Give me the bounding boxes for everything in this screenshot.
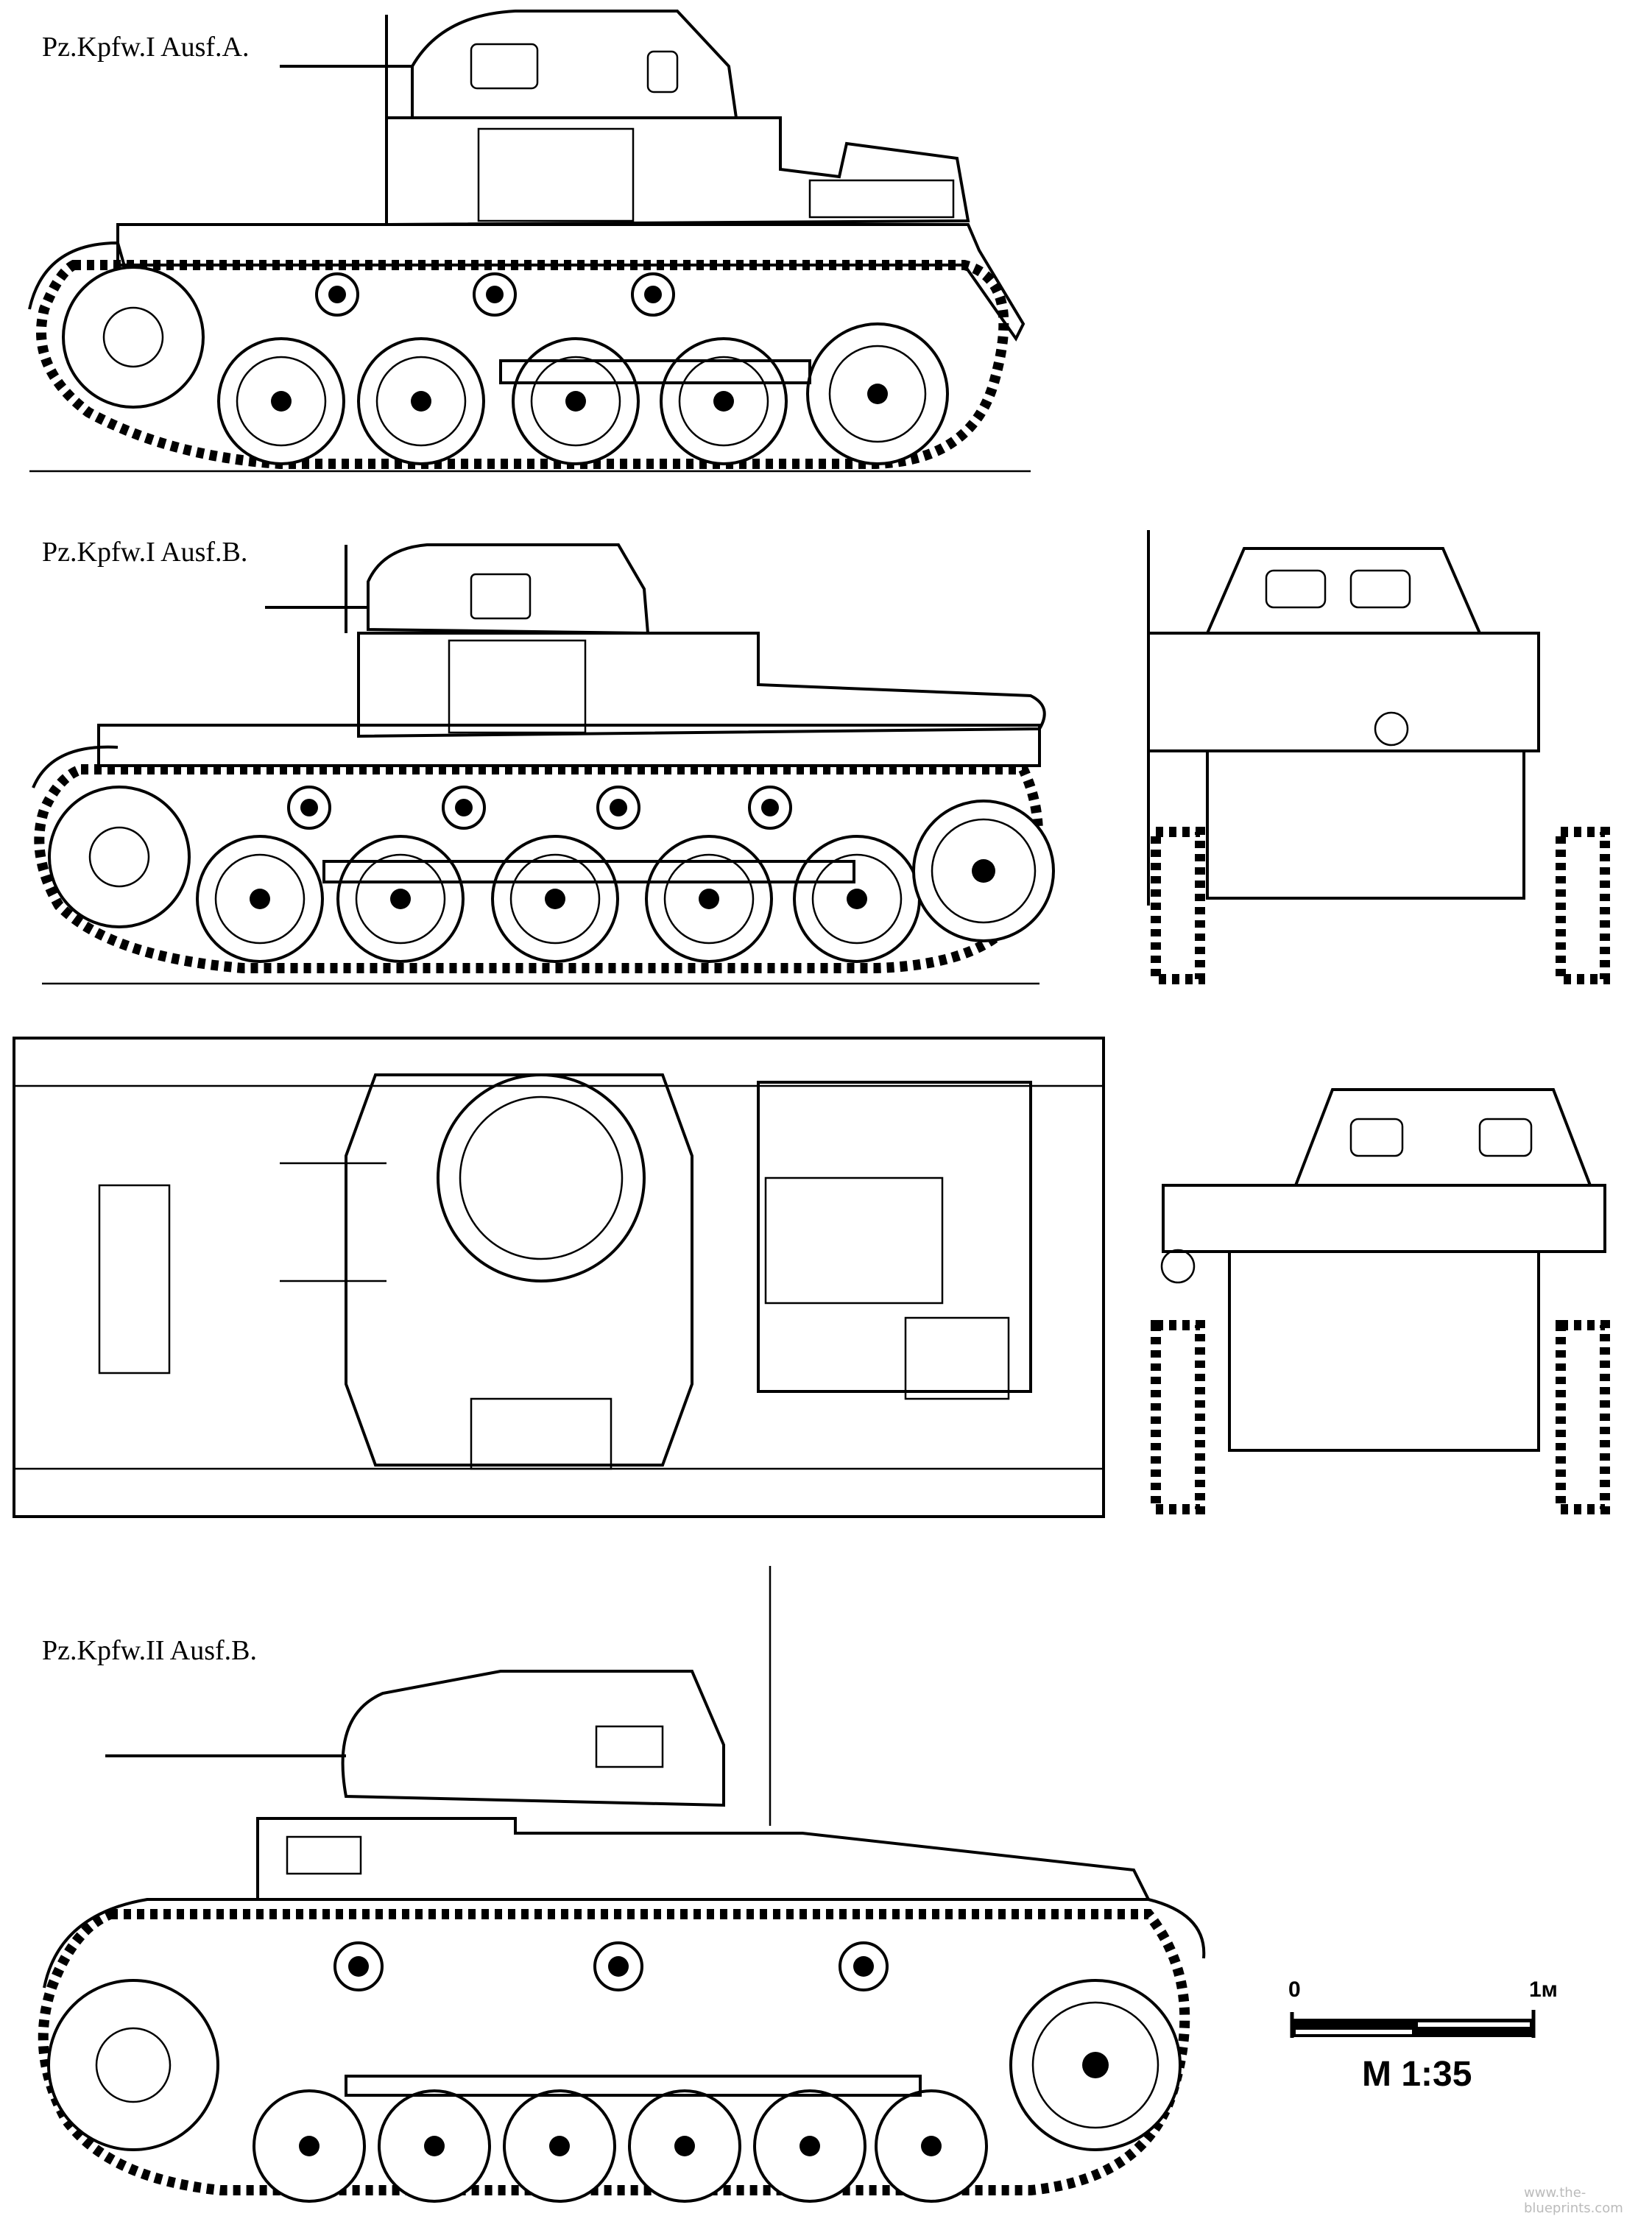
- scale-bar: [1290, 2010, 1536, 2038]
- label-pzkpfw-i-ausf-b: Pz.Kpfw.I Ausf.B.: [42, 537, 248, 568]
- rear-view: [1151, 1088, 1610, 1514]
- scale-bar-start-label: 0: [1288, 1977, 1301, 2002]
- pzkpfw-ii-ausf-b-side-view: [38, 1566, 1206, 2203]
- scale-ratio-label: M 1:35: [1362, 2055, 1472, 2094]
- label-pzkpfw-i-ausf-a: Pz.Kpfw.I Ausf.A.: [42, 32, 250, 63]
- watermark: www.the-blueprints.com: [1524, 2185, 1623, 2216]
- top-view: [13, 1037, 1105, 1518]
- pzkpfw-i-ausf-a-side-view: [28, 10, 1031, 473]
- scale-bar-end-label: 1м: [1529, 1977, 1558, 2002]
- pzkpfw-i-ausf-b-side-view: [32, 543, 1055, 985]
- front-view: [1147, 530, 1610, 984]
- label-pzkpfw-ii-ausf-b: Pz.Kpfw.II Ausf.B.: [42, 1635, 258, 1666]
